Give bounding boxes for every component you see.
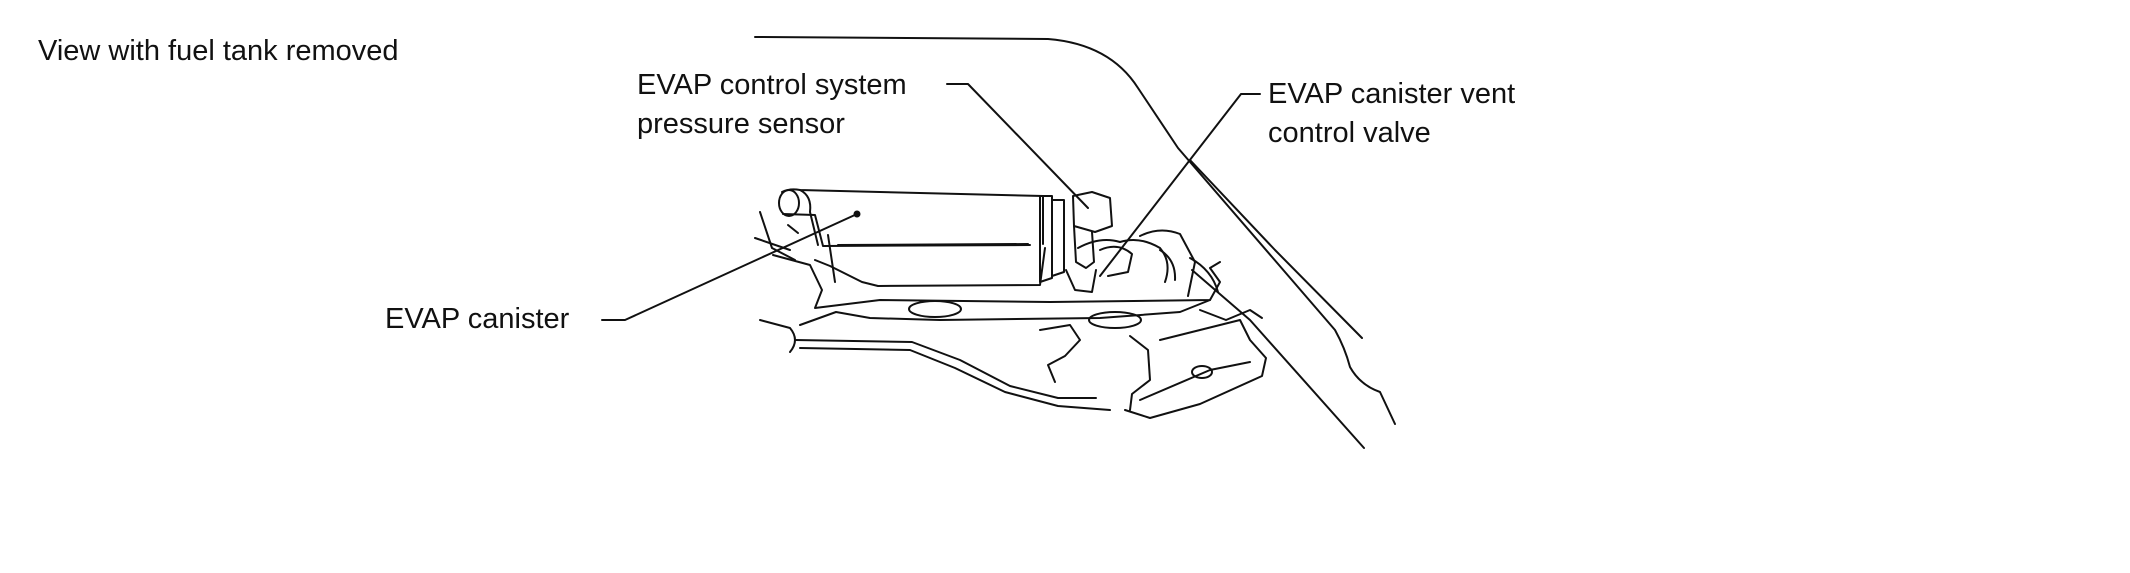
- body-cut-line: [1191, 269, 1365, 449]
- pressure-sensor-label-line1: EVAP control system: [637, 69, 907, 101]
- canister-leader-line: [601, 213, 858, 321]
- evap-canister-shape: [778, 188, 1046, 287]
- canister-label: EVAP canister: [385, 303, 570, 335]
- view-caption: View with fuel tank removed: [38, 35, 399, 67]
- vent-valve-label-line2: control valve: [1268, 117, 1431, 149]
- vent-valve-label-line1: EVAP canister vent: [1268, 78, 1516, 110]
- body-lower-line: [1189, 159, 1363, 339]
- body-outline: [754, 36, 1396, 425]
- valve-assembly-shape: [1039, 191, 1196, 297]
- mounting-bracket-shape: [754, 211, 1267, 419]
- pressure-sensor-label: EVAP control system pressure sensor: [637, 66, 907, 144]
- pressure-sensor-leader-line: [946, 83, 1089, 209]
- pressure-sensor-label-line2: pressure sensor: [637, 108, 845, 140]
- vent-valve-leader-line: [1099, 93, 1261, 277]
- vent-valve-label: EVAP canister vent control valve: [1268, 75, 1515, 153]
